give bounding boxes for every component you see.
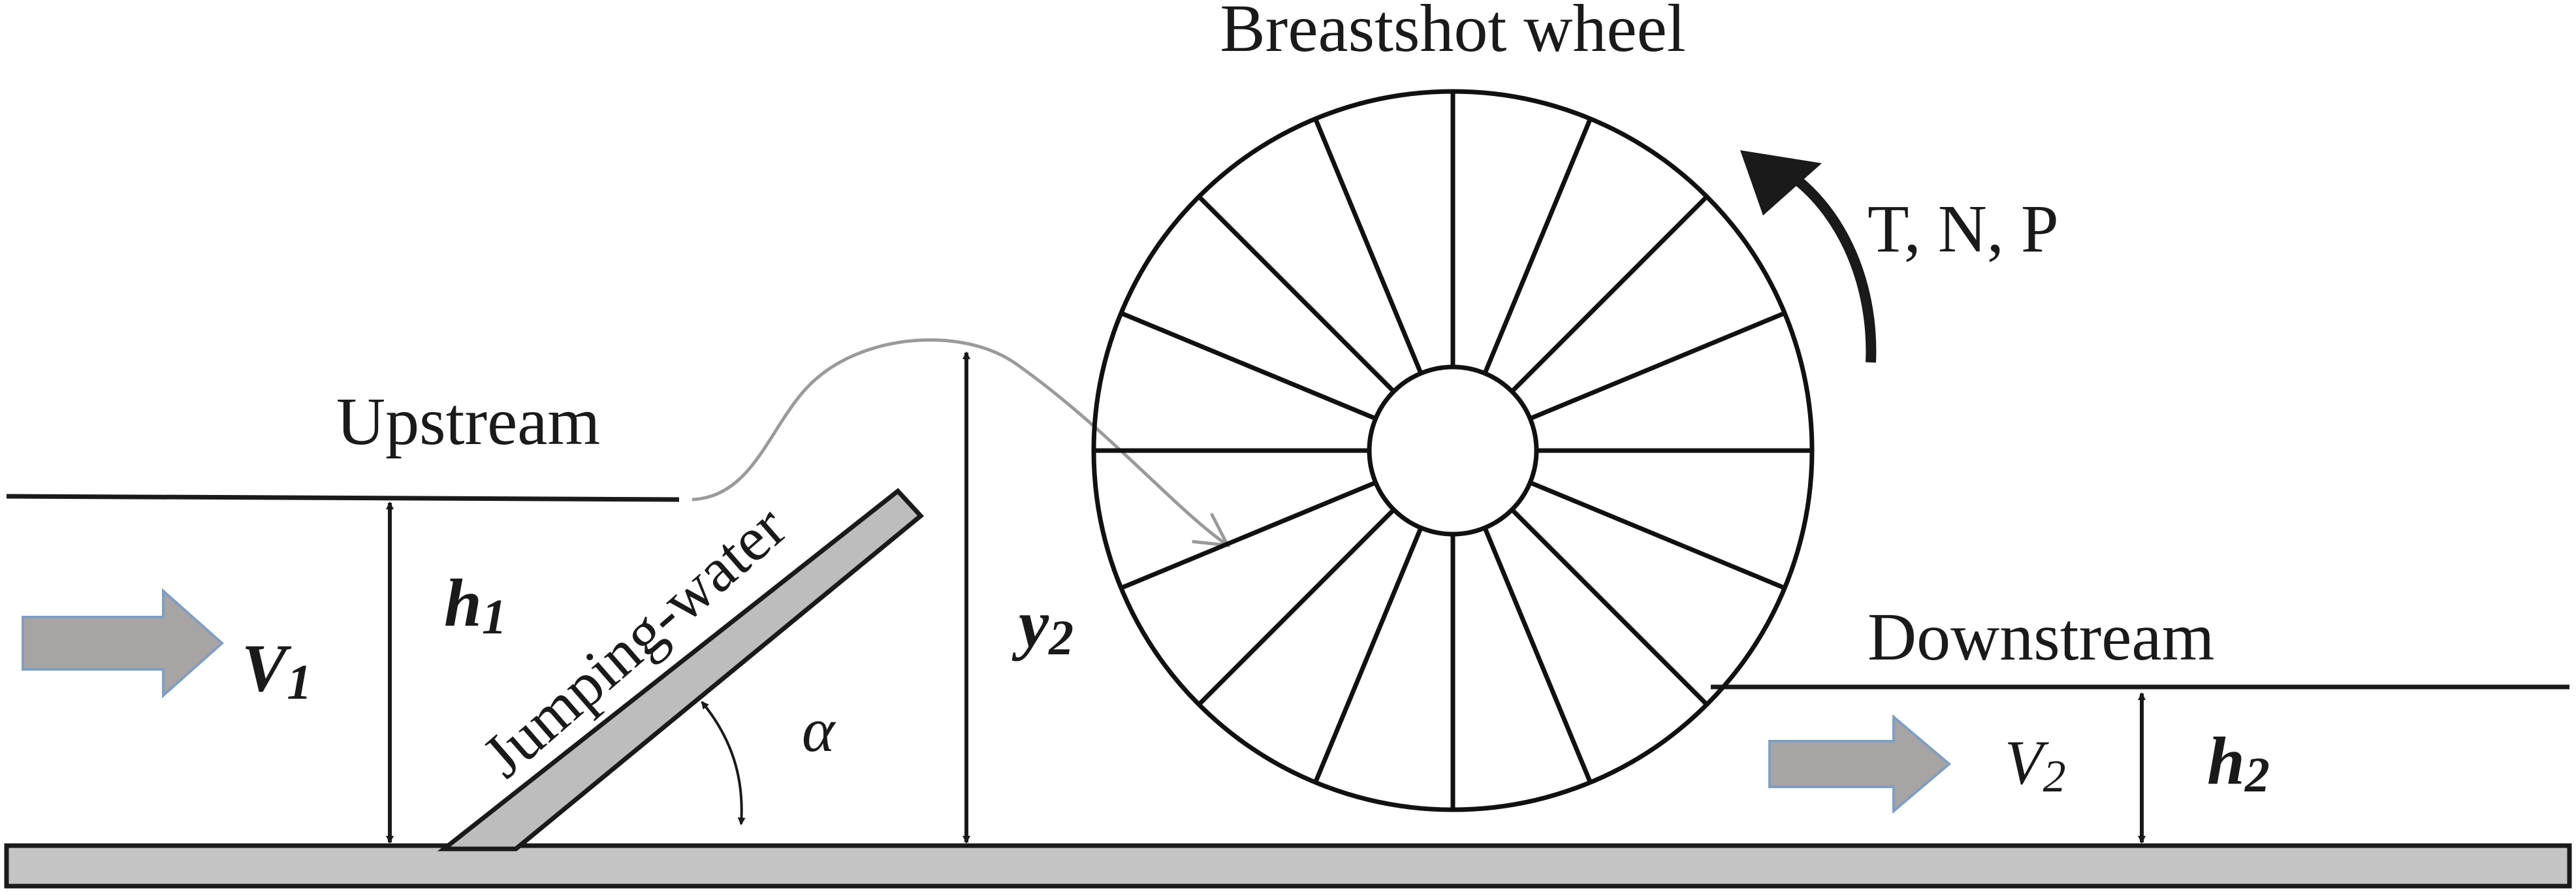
wheel-title: Breastshot wheel <box>1220 0 1685 66</box>
jumping-water-jet <box>692 338 1231 547</box>
inflow-arrow-icon <box>22 588 225 699</box>
y2-main: y <box>1011 586 1049 661</box>
wheel-hub <box>1367 364 1539 537</box>
wheel-spoke <box>1120 480 1377 590</box>
y2-subscript: 2 <box>1048 611 1073 665</box>
v1-label: V1 <box>242 631 311 710</box>
v2-subscript: 2 <box>2043 752 2066 802</box>
downstream-label: Downstream <box>1868 599 2214 675</box>
upstream-water-surface <box>6 494 680 502</box>
wheel-spoke <box>1529 311 1786 421</box>
h2-main: h <box>2207 724 2245 799</box>
wheel-spoke <box>1197 508 1395 707</box>
wheel-spoke <box>1313 118 1423 375</box>
alpha-label: α <box>802 695 836 765</box>
wheel-spoke <box>1510 195 1709 393</box>
jumping-water-ramp <box>437 488 925 852</box>
h1-label: h1 <box>444 565 507 645</box>
wheel-spokes <box>1094 91 1812 810</box>
rotation-arrowhead-icon <box>1740 150 1822 215</box>
wheel-spoke <box>1482 526 1593 784</box>
h2-subscript: 2 <box>2244 748 2270 803</box>
breastshot-wheel <box>1091 89 1815 812</box>
channel-bed <box>4 843 2572 889</box>
v2-label: V2 <box>2005 727 2066 802</box>
wheel-spoke <box>1197 195 1395 393</box>
h1-main: h <box>444 565 482 641</box>
h2-label: h2 <box>2207 724 2270 803</box>
alpha-angle-arc <box>701 701 746 825</box>
outflow-arrow-icon <box>1768 714 1952 814</box>
upstream-label: Upstream <box>336 384 600 459</box>
y2-label: y2 <box>1011 586 1073 665</box>
v1-main: V <box>242 631 292 706</box>
rotation-arrow-icon <box>1789 172 1877 363</box>
wheel-spoke <box>1482 118 1593 375</box>
v1-subscript: 1 <box>287 655 311 710</box>
wheel-spoke <box>1120 311 1377 421</box>
wheel-spoke <box>1510 508 1709 707</box>
wheel-spoke <box>1529 480 1786 590</box>
wheel-spoke <box>1313 526 1423 784</box>
rotation-label: T, N, P <box>1868 191 2059 266</box>
v2-main: V <box>2005 727 2049 797</box>
h1-subscript: 1 <box>482 590 507 645</box>
